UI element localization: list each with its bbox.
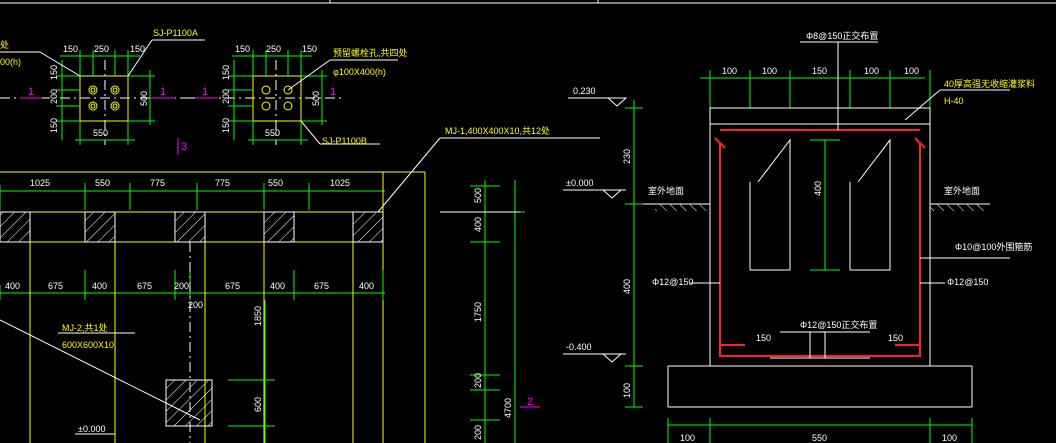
elev-bottom: -0.400 bbox=[566, 342, 592, 352]
label-left-cut: 处 bbox=[0, 39, 9, 50]
section-mark-1-left-a: 1 bbox=[28, 86, 34, 98]
dim-plan-row2-7: 400 bbox=[270, 281, 285, 291]
dim-sec-left-bot: 100 bbox=[622, 383, 632, 398]
foundation-plan bbox=[0, 171, 540, 443]
dim-bp-a-bottom: 550 bbox=[93, 128, 108, 138]
label-top-rebar: Φ8@150正交布置 bbox=[806, 30, 878, 41]
section-mark-1-left-b: 1 bbox=[202, 86, 208, 98]
dim-plan-mid: 200 bbox=[188, 300, 203, 310]
label-ground-right: 室外地面 bbox=[944, 185, 980, 196]
label-outer-ring: Φ10@100外围箍筋 bbox=[955, 241, 1032, 252]
dim-bp-b-left-lower: 150 bbox=[221, 118, 231, 133]
dim-plan-row2-3: 400 bbox=[92, 281, 107, 291]
label-mj2: MJ-2,共1处 bbox=[62, 322, 108, 333]
dim-plan-row1-3: 775 bbox=[150, 178, 165, 188]
dim-sec-hook-left: 150 bbox=[756, 333, 771, 343]
dim-sec-top-5: 100 bbox=[904, 66, 919, 76]
label-mj2-size: 600X600X10 bbox=[62, 340, 114, 350]
dim-plan-row2-4: 675 bbox=[137, 281, 152, 291]
dim-bp-a-top-1: 150 bbox=[63, 44, 78, 54]
dim-plan-row1-4: 775 bbox=[215, 178, 230, 188]
elev-ground: ±0.000 bbox=[566, 178, 593, 188]
label-sj-p1100a: SJ-P1100A bbox=[153, 28, 198, 38]
dim-plan-row1-6: 1025 bbox=[330, 178, 350, 188]
section-mark-1-right-a: 1 bbox=[160, 86, 166, 98]
dim-plan-row2-5: 200 bbox=[174, 281, 189, 291]
dim-plan-row2-1: 400 bbox=[5, 281, 20, 291]
dim-plan-row2-9: 400 bbox=[359, 281, 374, 291]
label-side-rebar-left: Φ12@150 bbox=[652, 277, 693, 287]
dim-bp-b-right: 500 bbox=[311, 91, 321, 106]
section-mark-3: 3 bbox=[181, 141, 187, 153]
label-left-cut-size: 00(h) bbox=[0, 57, 21, 67]
dim-bp-a-left-upper: 150 bbox=[49, 65, 59, 80]
dim-plan-inner-v: 1850 bbox=[253, 306, 263, 326]
dim-sec-bottom-2: 550 bbox=[812, 433, 827, 443]
dim-bp-a-left-lower: 150 bbox=[49, 118, 59, 133]
dim-sec-inner: 400 bbox=[813, 181, 823, 196]
section-detail bbox=[563, 41, 1010, 443]
dim-plan-row2-2: 675 bbox=[48, 281, 63, 291]
elev-plan-ground: ±0.000 bbox=[78, 424, 105, 434]
dim-plan-row1-5: 550 bbox=[268, 178, 283, 188]
label-bolt-hole-size: φ100X400(h) bbox=[333, 67, 386, 77]
base-plate-detail-a bbox=[0, 39, 205, 145]
dim-plan-row1-1: 1025 bbox=[30, 178, 50, 188]
section-mark-2: 2 bbox=[527, 396, 533, 408]
dim-sec-bottom-3: 100 bbox=[942, 433, 957, 443]
dim-plan-row2-6: 675 bbox=[225, 281, 240, 291]
label-fill-h: H-40 bbox=[944, 96, 964, 106]
dim-sec-top-4: 100 bbox=[864, 66, 879, 76]
label-side-rebar-right: Φ12@150 bbox=[947, 277, 988, 287]
label-concrete-fill: 40厚高强无收缩灌浆料 bbox=[944, 78, 1035, 89]
label-mj1: MJ-1,400X400X10,共12处 bbox=[445, 125, 550, 136]
dim-sec-top-3: 150 bbox=[812, 66, 827, 76]
dim-bp-b-top-2: 250 bbox=[266, 44, 281, 54]
label-bottom-rebar: Φ12@150正交布置 bbox=[800, 319, 877, 330]
dim-bp-b-left-upper: 150 bbox=[221, 65, 231, 80]
elev-top: 0.230 bbox=[573, 86, 596, 96]
dim-sec-hook-right: 150 bbox=[888, 333, 903, 343]
dim-bp-b-left-mid: 200 bbox=[221, 89, 231, 104]
dim-bp-a-top-3: 150 bbox=[130, 44, 145, 54]
dim-sec-bottom-1: 100 bbox=[680, 433, 695, 443]
sheet-border bbox=[0, 0, 1056, 4]
base-plate-detail-b bbox=[185, 50, 398, 145]
section-mark-1-right-b: 1 bbox=[330, 86, 336, 98]
dim-bp-a-top-2: 250 bbox=[94, 44, 109, 54]
dim-plan-row1-2: 550 bbox=[95, 178, 110, 188]
dim-plan-v3: 1750 bbox=[473, 302, 483, 322]
dim-bp-b-top-3: 150 bbox=[302, 44, 317, 54]
dim-plan-v2: 400 bbox=[473, 217, 483, 232]
label-bolt-hole: 预留螺栓孔,共四处 bbox=[333, 47, 408, 58]
dim-bp-b-bottom: 550 bbox=[265, 128, 280, 138]
dim-plan-inner-v2: 600 bbox=[253, 397, 263, 412]
dim-sec-left-mid: 400 bbox=[622, 279, 632, 294]
dim-bp-a-left-mid: 200 bbox=[49, 89, 59, 104]
dim-plan-v5: 200 bbox=[473, 425, 483, 440]
dim-bp-a-right: 500 bbox=[139, 91, 149, 106]
dim-plan-v1: 500 bbox=[473, 188, 483, 203]
dim-sec-left-top: 230 bbox=[622, 149, 632, 164]
mj1-leader bbox=[377, 137, 600, 213]
dim-sec-top-2: 100 bbox=[762, 66, 777, 76]
dim-plan-v4: 200 bbox=[473, 373, 483, 388]
dim-plan-total: 4700 bbox=[503, 398, 513, 418]
label-ground-left: 室外地面 bbox=[648, 185, 684, 196]
label-sj-p1100b: SJ-P1100B bbox=[322, 136, 367, 146]
dim-sec-top-1: 100 bbox=[722, 66, 737, 76]
dim-plan-row2-8: 675 bbox=[314, 281, 329, 291]
dim-bp-b-top-1: 150 bbox=[235, 44, 250, 54]
